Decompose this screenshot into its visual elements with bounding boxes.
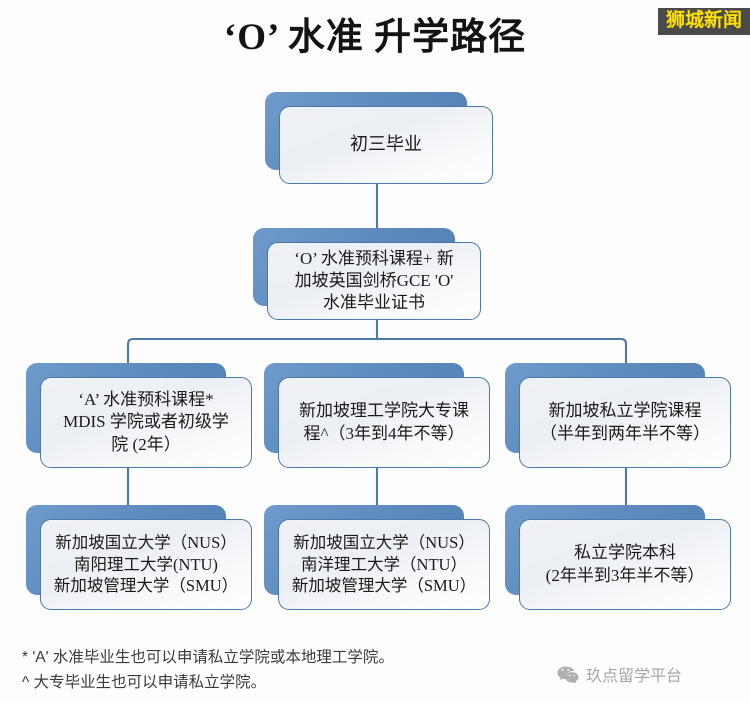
node-label: ‘O’ 水准预科课程+ 新 加坡英国剑桥GCE 'O' 水准毕业证书 — [294, 248, 454, 313]
node-face: 私立学院本科 (2年半到3年半不等） — [519, 519, 731, 610]
node-face: 新加坡理工学院大专课 程^（3年到4年不等） — [278, 377, 490, 468]
wechat-icon — [557, 666, 579, 684]
footnote-caret: ^ 大专毕业生也可以申请私立学院。 — [22, 674, 267, 692]
watermark-shicheng-news: 狮城新闻 — [657, 8, 750, 35]
node-face: 初三毕业 — [279, 106, 493, 184]
footnote-asterisk: * 'A' 水准毕业生也可以申请私立学院或本地理工学院。 — [22, 649, 394, 666]
node-label: 私立学院本科 (2年半到3年半不等） — [545, 543, 705, 585]
node-label: ‘A’ 水准预科课程* MDIS 学院或者初级学 院 (2年） — [63, 390, 229, 454]
node-private-institution-course[interactable]: 新加坡私立学院课程 （半年到两年半不等） — [505, 363, 731, 468]
node-face: 新加坡私立学院课程 （半年到两年半不等） — [519, 377, 731, 468]
node-a-level-preparatory[interactable]: ‘A’ 水准预科课程* MDIS 学院或者初级学 院 (2年） — [26, 363, 252, 468]
credit-label: 玖点留学平台 — [586, 668, 683, 685]
node-public-university-center[interactable]: 新加坡国立大学（NUS） 南洋理工大学（NTU） 新加坡管理大学（SMU） — [264, 505, 490, 610]
wechat-credit: 玖点留学平台 — [556, 662, 682, 686]
node-face: 新加坡国立大学（NUS） 南阳理工大学(NTU) 新加坡管理大学（SMU） — [40, 519, 252, 610]
node-junior-graduation[interactable]: 初三毕业 — [265, 92, 493, 184]
node-label: 新加坡国立大学（NUS） 南阳理工大学(NTU) 新加坡管理大学（SMU） — [53, 533, 239, 596]
node-label: 初三毕业 — [350, 134, 422, 155]
node-face: ‘A’ 水准预科课程* MDIS 学院或者初级学 院 (2年） — [40, 377, 252, 468]
node-polytechnic-diploma[interactable]: 新加坡理工学院大专课 程^（3年到4年不等） — [264, 363, 490, 468]
node-public-university-left[interactable]: 新加坡国立大学（NUS） 南阳理工大学(NTU) 新加坡管理大学（SMU） — [26, 505, 252, 610]
node-label: 新加坡私立学院课程 （半年到两年半不等） — [540, 401, 710, 443]
node-private-institution-degree[interactable]: 私立学院本科 (2年半到3年半不等） — [505, 505, 731, 610]
node-face: ‘O’ 水准预科课程+ 新 加坡英国剑桥GCE 'O' 水准毕业证书 — [267, 242, 481, 320]
node-o-level-preparatory[interactable]: ‘O’ 水准预科课程+ 新 加坡英国剑桥GCE 'O' 水准毕业证书 — [253, 228, 481, 320]
node-label: 新加坡国立大学（NUS） 南洋理工大学（NTU） 新加坡管理大学（SMU） — [291, 533, 477, 596]
connector-split-bar — [126, 337, 628, 365]
node-face: 新加坡国立大学（NUS） 南洋理工大学（NTU） 新加坡管理大学（SMU） — [278, 519, 490, 610]
page-title: ‘O’ 水准 升学路径 — [223, 17, 527, 58]
node-label: 新加坡理工学院大专课 程^（3年到4年不等） — [299, 401, 469, 443]
footnotes: * 'A' 水准毕业生也可以申请私立学院或本地理工学院。 ^ 大专毕业生也可以申… — [22, 645, 394, 695]
